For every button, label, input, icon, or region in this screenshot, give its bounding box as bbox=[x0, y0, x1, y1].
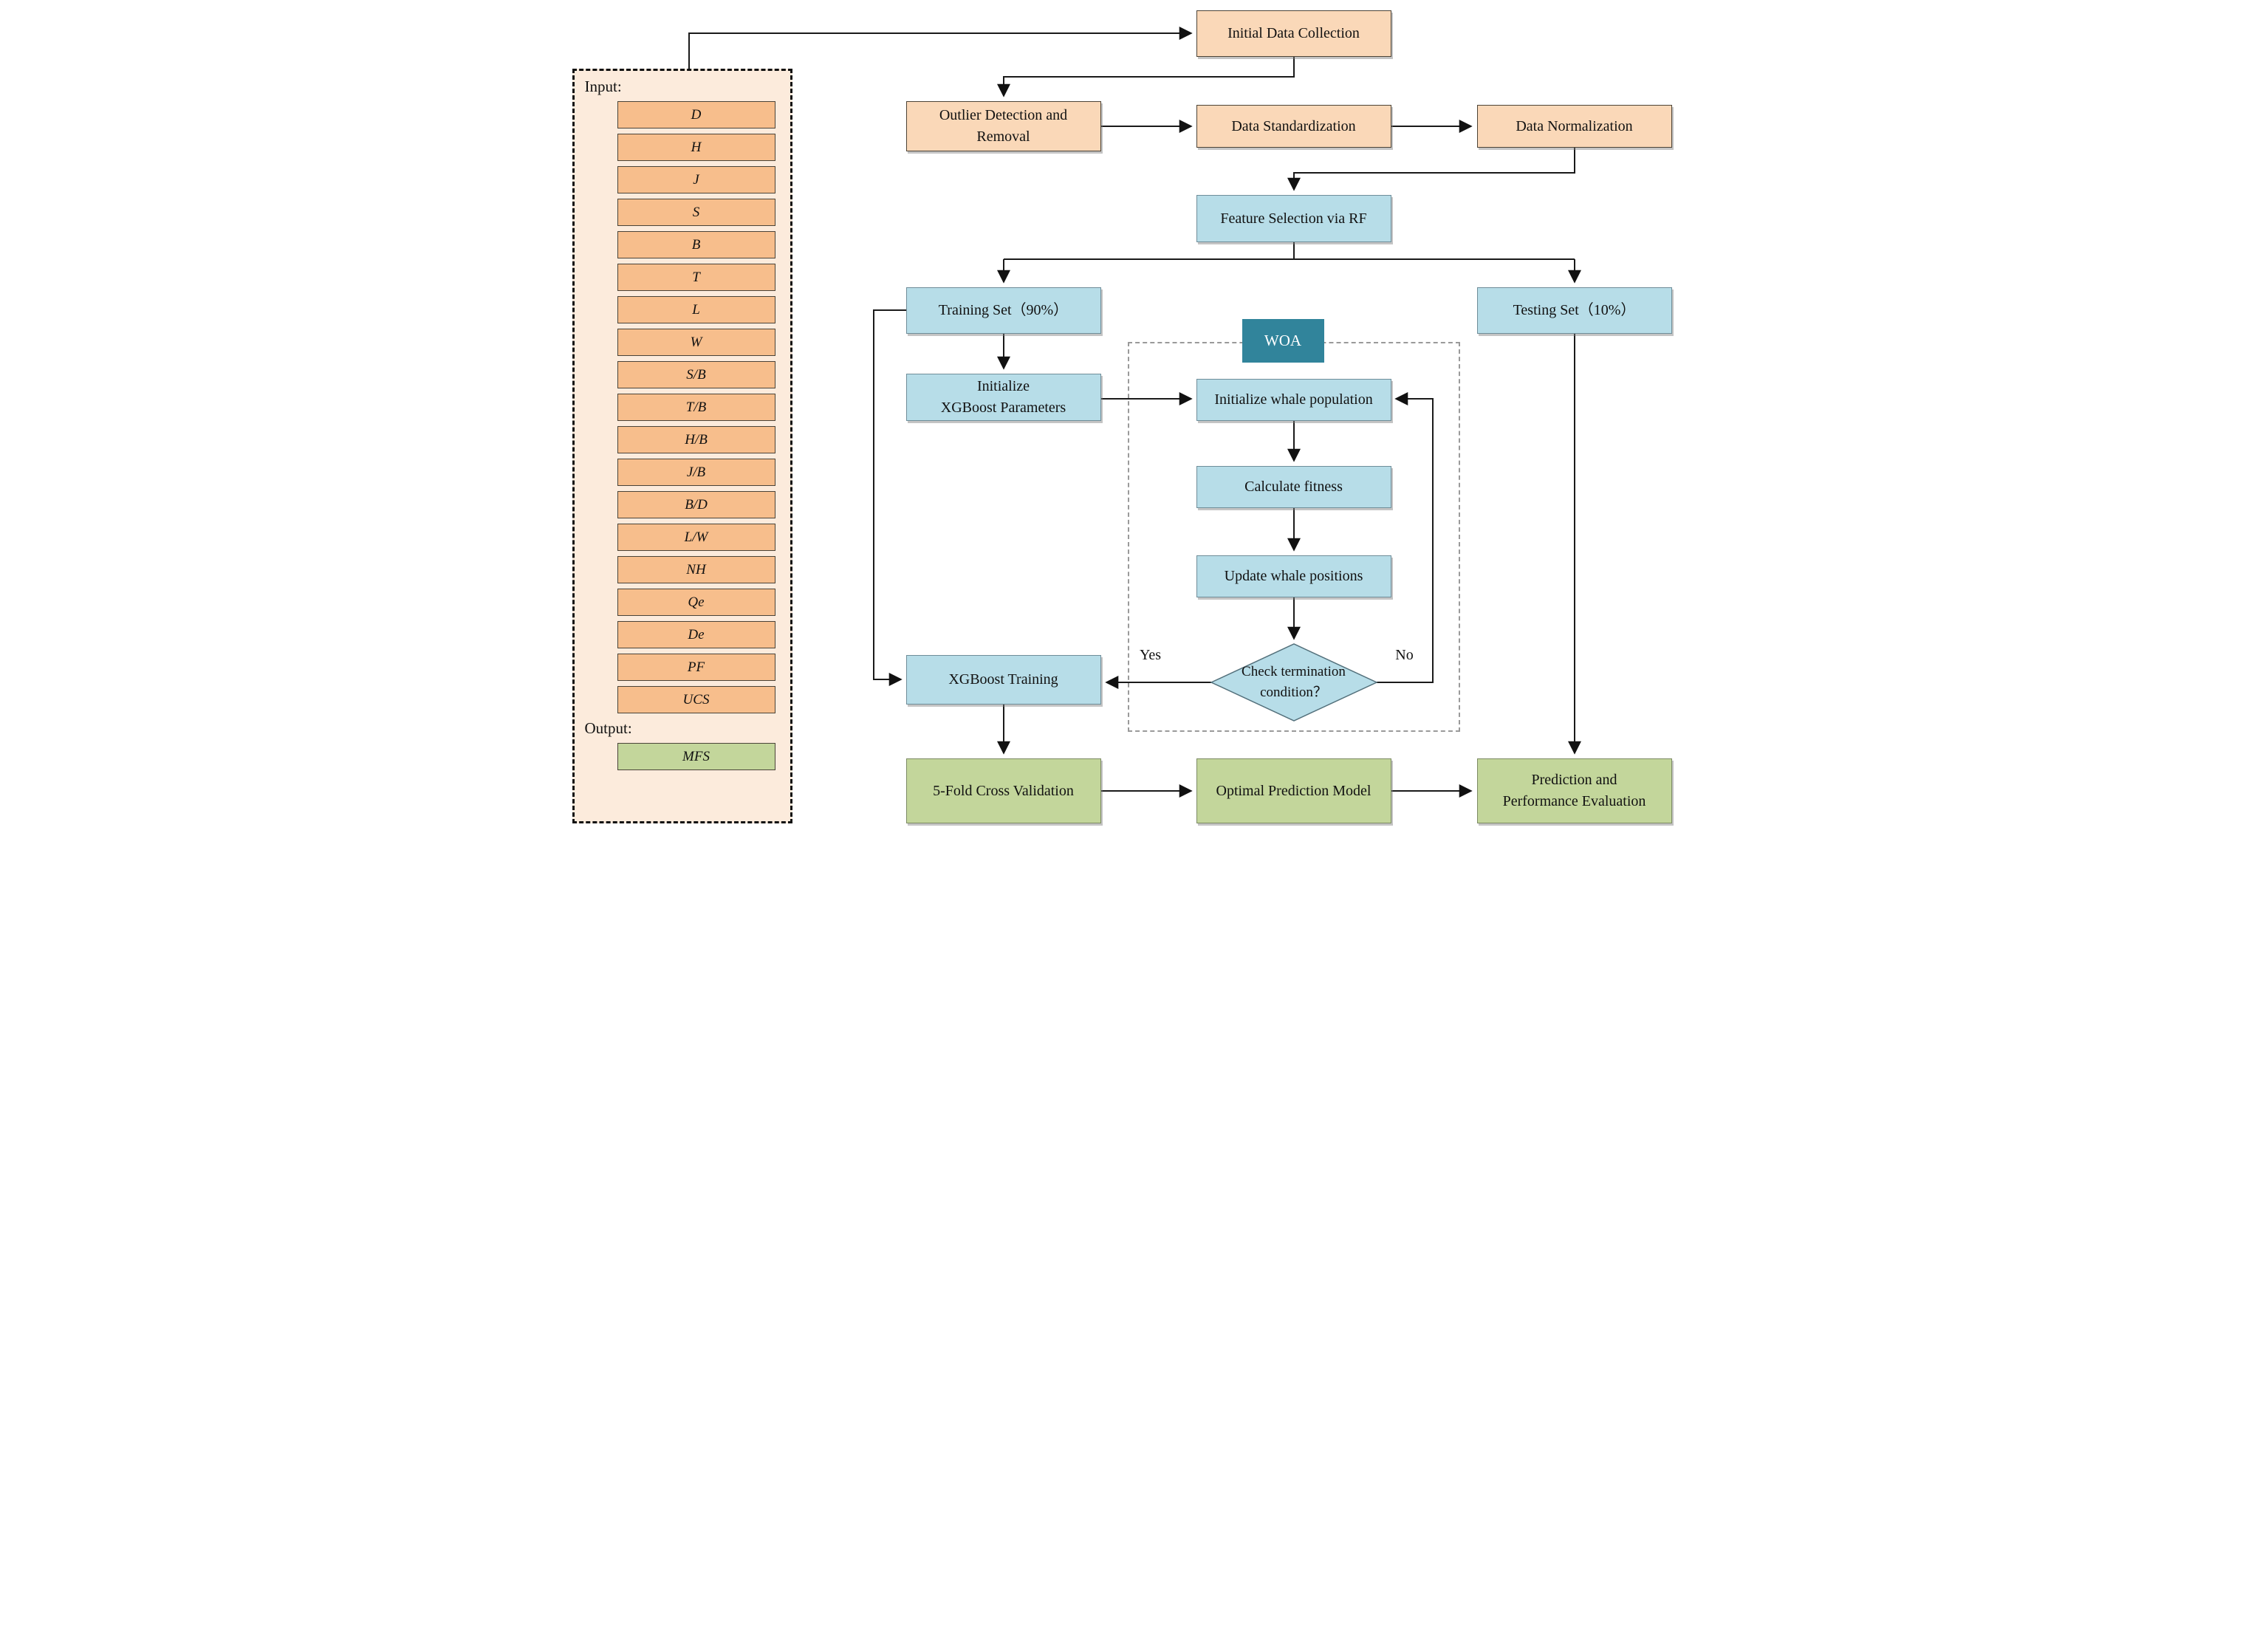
input-item-j: J bbox=[617, 166, 775, 193]
connector-initial-to-outlier bbox=[996, 57, 1295, 97]
connector-normalization-to-feature bbox=[1287, 148, 1575, 191]
node-update-whale-positions: Update whale positions bbox=[1196, 555, 1391, 597]
node-prediction-line2: Performance Evaluation bbox=[1502, 793, 1646, 809]
input-item-lw: L/W bbox=[617, 524, 775, 551]
node-testing-set: Testing Set（10%） bbox=[1476, 287, 1672, 334]
node-initialize-whale-population: Initialize whale population bbox=[1196, 379, 1391, 421]
node-prediction-line1: Prediction and bbox=[1531, 772, 1617, 788]
input-label: Input: bbox=[584, 78, 622, 95]
input-item-d: D bbox=[617, 101, 775, 128]
node-outlier-line2: Removal bbox=[976, 128, 1030, 145]
node-check-termination: Check termination condition？ bbox=[1211, 644, 1377, 721]
input-item-qe: Qe bbox=[617, 589, 775, 616]
output-item-mfs: MFS bbox=[617, 743, 775, 770]
input-item-s: S bbox=[617, 199, 775, 226]
input-item-w: W bbox=[617, 329, 775, 356]
connector-training-to-xgbtraining bbox=[872, 309, 906, 686]
node-optimal-prediction-model: Optimal Prediction Model bbox=[1196, 758, 1391, 823]
node-prediction-performance-evaluation: Prediction and Performance Evaluation bbox=[1476, 758, 1672, 823]
input-item-sb: S/B bbox=[617, 361, 775, 388]
node-data-normalization: Data Normalization bbox=[1476, 105, 1672, 148]
node-calculate-fitness: Calculate fitness bbox=[1196, 466, 1391, 508]
node-initxgb-line1: Initialize bbox=[976, 378, 1030, 394]
edge-label-no: No bbox=[1395, 647, 1414, 663]
input-item-nh: NH bbox=[617, 556, 775, 583]
node-data-standardization: Data Standardization bbox=[1196, 105, 1391, 148]
node-initial-data-collection: Initial Data Collection bbox=[1196, 10, 1391, 57]
node-xgboost-training: XGBoost Training bbox=[905, 655, 1101, 705]
input-item-de: De bbox=[617, 621, 775, 648]
input-item-l: L bbox=[617, 296, 775, 323]
input-item-bd: B/D bbox=[617, 491, 775, 518]
connector-panel-to-initial bbox=[688, 27, 1193, 69]
input-item-tb: T/B bbox=[617, 394, 775, 421]
output-label: Output: bbox=[584, 719, 632, 737]
node-feature-selection: Feature Selection via RF bbox=[1196, 195, 1391, 242]
decision-diamond-shape bbox=[1209, 643, 1378, 722]
node-initialize-xgboost-parameters: Initialize XGBoost Parameters bbox=[905, 374, 1101, 421]
edge-label-yes: Yes bbox=[1139, 647, 1162, 663]
node-check-termination-line1: Check termination bbox=[1242, 664, 1346, 680]
node-outlier-detection: Outlier Detection and Removal bbox=[905, 101, 1101, 151]
flowchart-canvas: Input: D H J S B T L W S/B T/B H/B J/B B… bbox=[561, 0, 1682, 826]
input-item-hb: H/B bbox=[617, 426, 775, 453]
connector-layer bbox=[688, 27, 1581, 798]
input-item-jb: J/B bbox=[617, 459, 775, 486]
input-item-t: T bbox=[617, 264, 775, 291]
node-initxgb-line2: XGBoost Parameters bbox=[940, 400, 1066, 416]
node-woa-label: WOA bbox=[1242, 319, 1324, 363]
input-item-h: H bbox=[617, 134, 775, 161]
input-item-pf: PF bbox=[617, 654, 775, 681]
input-item-b: B bbox=[617, 231, 775, 258]
node-training-set: Training Set（90%） bbox=[905, 287, 1101, 334]
node-check-termination-line2: condition？ bbox=[1260, 685, 1327, 700]
input-output-panel: Input: D H J S B T L W S/B T/B H/B J/B B… bbox=[572, 69, 792, 823]
input-item-ucs: UCS bbox=[617, 686, 775, 713]
node-5fold-cross-validation: 5-Fold Cross Validation bbox=[905, 758, 1101, 823]
node-outlier-line1: Outlier Detection and bbox=[939, 107, 1068, 123]
connector-diamond-no-loop bbox=[1376, 392, 1434, 683]
